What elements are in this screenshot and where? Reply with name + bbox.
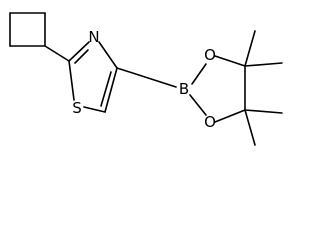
sulfur-label: S	[72, 99, 82, 117]
bond	[98, 41, 118, 69]
nitrogen-label: N	[88, 28, 99, 46]
chemical-structure: N S B O O	[9, 12, 283, 146]
bond	[189, 94, 207, 116]
atom-label-sulfur: S	[72, 99, 82, 117]
atom-label-oxygen-lower: O	[204, 113, 216, 131]
boron-label: B	[179, 80, 189, 98]
atom-label-nitrogen: N	[88, 28, 99, 46]
bond	[191, 63, 207, 85]
bond	[68, 41, 90, 62]
pinacol-boronate-ring	[189, 55, 246, 123]
bond	[104, 67, 118, 113]
bond	[74, 49, 89, 64]
bond	[116, 67, 177, 88]
atom-label-oxygen-upper: O	[204, 46, 216, 64]
bond	[44, 45, 70, 62]
bond	[68, 60, 75, 101]
bond	[244, 30, 256, 67]
cyclobutyl-group	[9, 12, 46, 47]
bond	[244, 62, 283, 67]
bond	[100, 71, 112, 107]
bond	[244, 109, 283, 114]
bond	[214, 109, 246, 123]
bond	[83, 106, 106, 113]
atom-label-boron: B	[179, 80, 189, 98]
oxygen-lower-label: O	[204, 113, 216, 131]
bond	[214, 55, 246, 67]
oxygen-upper-label: O	[204, 46, 216, 64]
methyl-groups	[244, 30, 283, 146]
thiazole-ring	[68, 41, 118, 113]
bond	[244, 109, 256, 146]
